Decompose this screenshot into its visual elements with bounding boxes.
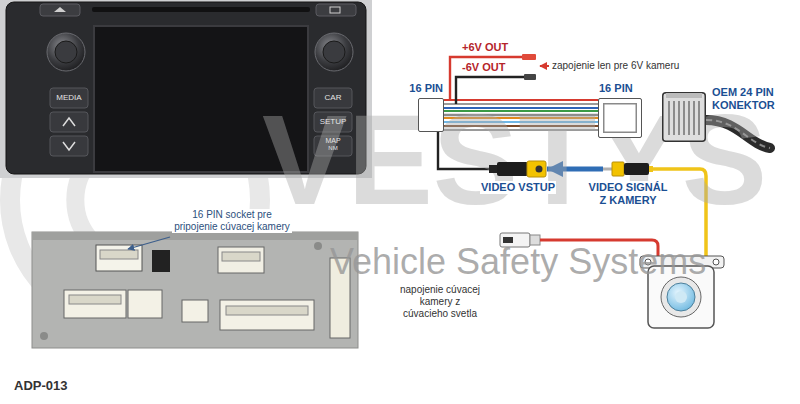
socket-pins bbox=[100, 250, 138, 259]
button-label-box: SETUP bbox=[314, 117, 352, 127]
cd-slot bbox=[92, 7, 310, 12]
wiring-note: napojenie cúvacej kamery z cúvacieho sve… bbox=[398, 284, 482, 320]
oem-connector-label: OEM 24 PIN KONEKTOR bbox=[711, 86, 795, 112]
wire-tip bbox=[524, 74, 536, 80]
wire-label-box: -6V OUT bbox=[462, 61, 505, 74]
panel-edge bbox=[32, 232, 358, 240]
button-label: NM bbox=[314, 145, 352, 152]
button-label-box: NM bbox=[314, 145, 352, 152]
wire-label-box: +6V OUT bbox=[462, 41, 508, 54]
watermark-box: Vehicle Safety Systems bbox=[330, 242, 706, 282]
radio-button bbox=[50, 112, 88, 132]
cable-stub bbox=[649, 166, 653, 172]
radio-rear-panel bbox=[32, 232, 358, 348]
harness-connector: 16 PIN bbox=[400, 82, 444, 132]
wire-label: -6V OUT bbox=[462, 61, 505, 74]
oem-body bbox=[663, 93, 706, 142]
eject-icon bbox=[54, 7, 66, 12]
sd-button bbox=[316, 4, 356, 16]
rca-ring bbox=[527, 161, 546, 177]
oem-connector: OEM 24 PIN KONEKTOR bbox=[662, 86, 795, 142]
radio-button bbox=[50, 136, 88, 156]
lens bbox=[667, 283, 695, 311]
oem-rib bbox=[678, 101, 679, 135]
rca-socket-label: VIDEO VSTUP bbox=[480, 181, 556, 194]
rca-body bbox=[624, 163, 649, 175]
oem-housing bbox=[662, 92, 706, 142]
knob-cap bbox=[55, 41, 77, 63]
button-label-box: CAR bbox=[314, 93, 352, 103]
wiring-note-box: zapojenie len pre 6V kameru bbox=[552, 60, 679, 72]
socket-pins bbox=[226, 306, 308, 315]
down-arrow-icon bbox=[63, 142, 75, 150]
button-label: CAR bbox=[314, 93, 352, 103]
oem-rib bbox=[693, 101, 694, 135]
button-label: MAP bbox=[314, 137, 352, 145]
socket-pins bbox=[69, 295, 121, 304]
wiring-note: zapojenie len pre 6V kameru bbox=[552, 60, 679, 72]
rca-opening bbox=[536, 166, 543, 173]
rca-socket: VIDEO VSTUP bbox=[478, 160, 558, 194]
lens-ring bbox=[661, 277, 701, 317]
button-label: SETUP bbox=[314, 117, 352, 127]
oem-rib bbox=[683, 101, 684, 135]
note-arrow bbox=[540, 65, 549, 67]
socket bbox=[218, 247, 264, 273]
socket bbox=[220, 300, 314, 330]
button-label-box: MAP bbox=[314, 137, 352, 145]
wire-label: +6V OUT bbox=[462, 41, 508, 54]
leader-line bbox=[128, 237, 170, 249]
harness-connector: 16 PIN bbox=[598, 82, 642, 138]
bracket-hole bbox=[713, 259, 719, 265]
oem-rib bbox=[688, 101, 689, 135]
oem-rib bbox=[673, 101, 674, 135]
rca-plug: VIDEO SIGNÁL Z KAMERY bbox=[585, 160, 671, 207]
camera-socket bbox=[96, 245, 142, 271]
rca-plug-label: VIDEO SIGNÁL Z KAMERY bbox=[585, 181, 671, 207]
button-label-box: MEDIA bbox=[50, 93, 88, 103]
oem-rib bbox=[668, 101, 669, 135]
radio-button bbox=[50, 88, 88, 108]
tune-knob bbox=[315, 33, 353, 71]
product-code: ADP-013 bbox=[14, 378, 67, 394]
antenna-socket bbox=[152, 250, 170, 272]
rca-body bbox=[497, 162, 528, 176]
socket bbox=[64, 290, 126, 318]
socket-pins bbox=[222, 252, 260, 261]
oem-rib bbox=[698, 101, 699, 135]
oem-lip bbox=[666, 93, 702, 98]
screw bbox=[40, 332, 48, 340]
up-arrow-icon bbox=[63, 118, 75, 126]
sd-icon bbox=[330, 7, 340, 13]
watermark: Vehicle Safety Systems bbox=[330, 242, 706, 282]
plug-housing bbox=[418, 98, 444, 132]
socket bbox=[128, 290, 162, 318]
product-code-box: ADP-013 bbox=[14, 378, 67, 394]
lens-center bbox=[675, 291, 687, 303]
knob-cap bbox=[323, 41, 345, 63]
button-label: MEDIA bbox=[50, 93, 88, 103]
wire-tip bbox=[522, 54, 536, 60]
rca-plug-shape bbox=[603, 160, 653, 178]
socket bbox=[182, 300, 208, 322]
plus-wire bbox=[450, 57, 522, 100]
eject-button bbox=[40, 4, 80, 16]
callout-note-box: 16 PIN socket pre pripojenie cúvacej kam… bbox=[172, 209, 292, 233]
strain-relief bbox=[489, 165, 498, 173]
rca-collar bbox=[612, 162, 624, 176]
harness-connector-label: 16 PIN bbox=[408, 82, 444, 95]
screw bbox=[314, 242, 322, 250]
rca-socket-shape bbox=[489, 160, 547, 178]
rca-pin bbox=[603, 168, 612, 171]
plug-housing bbox=[598, 98, 642, 138]
callout-note: 16 PIN socket pre pripojenie cúvacej kam… bbox=[172, 209, 292, 233]
volume-knob bbox=[47, 33, 85, 71]
harness-connector-label: 16 PIN bbox=[598, 82, 634, 95]
wiring-note-box: napojenie cúvacej kamery z cúvacieho sve… bbox=[398, 284, 482, 320]
